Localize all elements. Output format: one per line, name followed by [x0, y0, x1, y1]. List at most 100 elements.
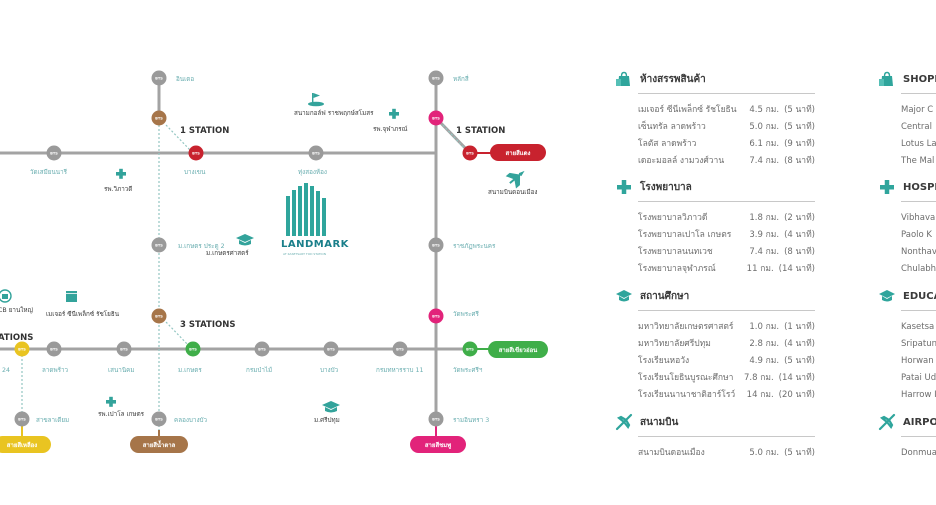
line-pill-yellow[interactable]: สายสีเหลือง	[0, 436, 51, 453]
medical-cross-icon	[116, 168, 126, 179]
graduation-cap-icon	[236, 234, 254, 246]
place-distance: 1.8 กม.	[749, 213, 780, 223]
station-label: ม.เกษตร ประตู 2	[178, 243, 225, 250]
airplane-icon	[615, 413, 633, 431]
station-label: ลาดพร้าว	[42, 366, 69, 374]
route-callout-yellow: ATIONS	[0, 333, 33, 343]
section-header: SHOPP	[878, 70, 936, 88]
station-badge: BTS	[396, 348, 404, 352]
station-label: ม.เกษตร	[178, 367, 202, 374]
station-dot-brown: BTS	[151, 308, 167, 324]
landmark-logo: LANDMARK AT KASETSART TOD STATION	[281, 183, 350, 256]
place-name: Vibhava	[901, 213, 936, 223]
place-name: Patai Ud	[901, 373, 936, 383]
dashed-links	[21, 124, 467, 430]
place-name: เซ็นทรัล ลาดพร้าว	[638, 122, 706, 132]
section-divider	[901, 93, 936, 94]
list-item: Kasetsa	[878, 319, 936, 336]
station-dot: BTS	[116, 341, 132, 357]
place-name: Sripatun	[901, 339, 936, 349]
line-pill-label: สายสีแดง	[506, 149, 531, 157]
station-label: วัดเสมียนนารี	[30, 168, 68, 176]
place-distance: 11 กม.	[746, 264, 774, 274]
place-name: โรงพยาบาลจุฬาภรณ์	[638, 264, 716, 274]
station-dot: BTS	[428, 237, 444, 253]
place-time: (4 นาที)	[784, 230, 815, 240]
section-title: HOSPIT	[903, 181, 936, 193]
list-item: Patai Ud	[878, 370, 936, 387]
place-time: (8 นาที)	[784, 247, 815, 257]
list-item: Central	[878, 119, 936, 136]
place-distance: 14 กม.	[746, 390, 774, 400]
line-pill-brown[interactable]: สายสีน้ำตาล	[130, 436, 188, 453]
station-label: 24	[2, 367, 10, 374]
section-divider	[901, 436, 936, 437]
section-1: โรงพยาบาลโรงพยาบาลวิภาวดี1.8 กม.(2 นาที)…	[615, 178, 815, 278]
list-item: Nonthav	[878, 244, 936, 261]
station-label: บางเขน	[184, 169, 206, 176]
place-name: เดอะมอลล์ งามวงศ์วาน	[638, 156, 725, 166]
place-time: (4 นาที)	[784, 339, 815, 349]
station-badge: BTS	[155, 117, 163, 121]
medical-cross-icon	[878, 178, 896, 196]
building-graphic	[286, 183, 326, 236]
landmark-label: รพ.เปาโล เกษตร	[98, 410, 145, 418]
station-label: กรมป่าไม้	[246, 366, 272, 374]
station-dot-pink: BTS	[428, 110, 444, 126]
station-label: คลองบางบัว	[174, 417, 208, 424]
section-header: สนามบิน	[615, 413, 815, 431]
graduation-cap-icon	[615, 287, 633, 305]
mall-icon	[0, 289, 12, 303]
place-name: โรงเรียนโยธินบูรณะศึกษา	[638, 373, 734, 383]
place-name: โรงเรียนหอวัง	[638, 356, 690, 366]
line-pill-green[interactable]: สายสีเขียวอ่อน	[488, 341, 548, 358]
section-divider	[638, 93, 815, 94]
station-dot: BTS	[151, 70, 167, 86]
section-header: ห้างสรรพสินค้า	[615, 70, 815, 88]
list-item: โรงเรียนโยธินบูรณะศึกษา 7.8 กม. (14 นาที)	[615, 370, 815, 387]
station-dot: BTS	[308, 145, 324, 161]
section-title: SHOPP	[903, 73, 936, 85]
station-badge: BTS	[155, 418, 163, 422]
graduation-cap-icon	[322, 401, 340, 413]
station-dot: BTS	[14, 411, 30, 427]
station-label: บางบัว	[320, 367, 339, 374]
place-distance: 4.5 กม.	[749, 105, 780, 115]
medical-cross-icon	[615, 178, 633, 196]
landmark-label: CB ยานใหญ่	[0, 306, 33, 314]
place-time: (14 นาที)	[778, 373, 815, 383]
station-badge: BTS	[258, 348, 266, 352]
station-label: หลักสี่	[453, 74, 469, 83]
place-distance: 7.8 กม.	[743, 373, 774, 383]
list-item: Sripatun	[878, 336, 936, 353]
station-dot: BTS	[323, 341, 339, 357]
station-badge: BTS	[312, 152, 320, 156]
station-badge: BTS	[192, 152, 200, 156]
line-pill-pink[interactable]: สายสีชมพู	[410, 436, 466, 453]
section-divider	[901, 201, 936, 202]
station-label: กรมทหารราบ 11	[376, 367, 424, 374]
medical-cross-icon	[389, 108, 399, 119]
line-pink-connector	[434, 116, 472, 155]
station-badge: BTS	[327, 348, 335, 352]
station-dot-red: BTS	[188, 145, 204, 161]
place-distance: 4.9 กม.	[749, 356, 780, 366]
list-item: Donmua	[878, 445, 936, 462]
station-dot: BTS	[46, 341, 62, 357]
list-item: Horwan	[878, 353, 936, 370]
station-dot-brown: BTS	[151, 110, 167, 126]
brand-name: LANDMARK	[281, 239, 350, 250]
place-time: (5 นาที)	[784, 448, 815, 458]
place-time: (14 นาที)	[778, 264, 815, 274]
section-divider	[638, 310, 815, 311]
place-name: Kasetsa	[901, 322, 935, 332]
landmark-label: สนามกอล์ฟ ราชพฤกษ์สโมสร	[294, 109, 374, 117]
station-dot: BTS	[46, 145, 62, 161]
section-title: EDUCA	[903, 290, 936, 302]
line-pill-red[interactable]: สายสีแดง	[490, 144, 546, 161]
